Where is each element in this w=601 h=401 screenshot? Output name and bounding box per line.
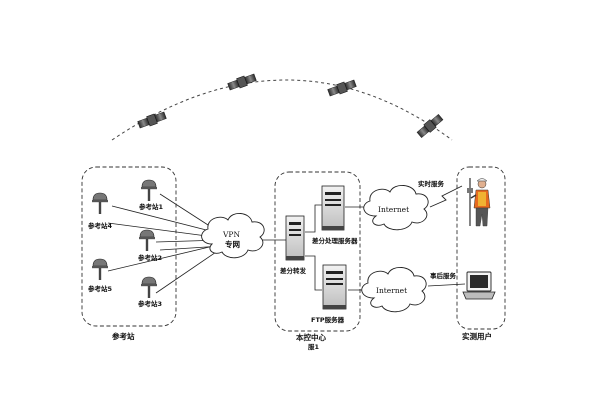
postprocess-service-label: 事后服务 [430,271,457,280]
field-surveyor-icon [467,178,491,227]
satellite-icon [416,113,444,139]
gnss-antenna-icon [141,276,157,298]
station-label: 参考站1 [139,202,164,211]
internet-cloud-bottom [361,267,427,313]
realtime-service-label: 实时服务 [418,179,445,188]
reference-station-group [81,166,177,327]
station-label: 参考站5 [88,284,113,293]
control-group-sublabel: 服1 [308,342,320,351]
wireless-link-icon [429,185,463,208]
internet-label: Internet [378,205,409,214]
satellite-icon [137,111,167,129]
station-links [107,193,223,294]
satellite-orbit [111,79,453,141]
forward-server-label: 差分转发 [280,266,307,275]
differential-server-label: 差分处理服务器 [312,236,358,245]
satellite-icon [227,73,257,91]
user-group [456,166,506,330]
laptop-icon [462,271,496,300]
station-label: 参考站4 [88,221,113,230]
control-center-group [274,171,361,332]
internet-label: Internet [376,286,407,295]
user-group-label: 实测用户 [462,331,492,341]
control-group-label: 本控中心 [295,332,326,342]
satellite-icon [327,79,357,97]
vpn-label: VPN [222,230,240,239]
gnss-antenna-icon [92,258,108,280]
gnss-antenna-icon [92,192,108,214]
forward-server-icon [285,215,305,261]
differential-server-icon [321,185,345,231]
gnss-antenna-icon [141,179,157,201]
backbone-links [262,204,466,291]
ftp-server-icon [322,264,347,310]
internet-cloud-top [363,185,429,231]
reference-group-label: 参考站 [112,331,135,341]
station-label: 参考站2 [138,253,162,262]
gnss-antenna-icon [139,229,155,251]
vpn-cloud [201,213,265,259]
station-label: 参考站3 [138,299,162,308]
vpn-label-line2: 专网 [225,239,240,249]
ftp-server-label: FTP服务器 [311,315,345,324]
